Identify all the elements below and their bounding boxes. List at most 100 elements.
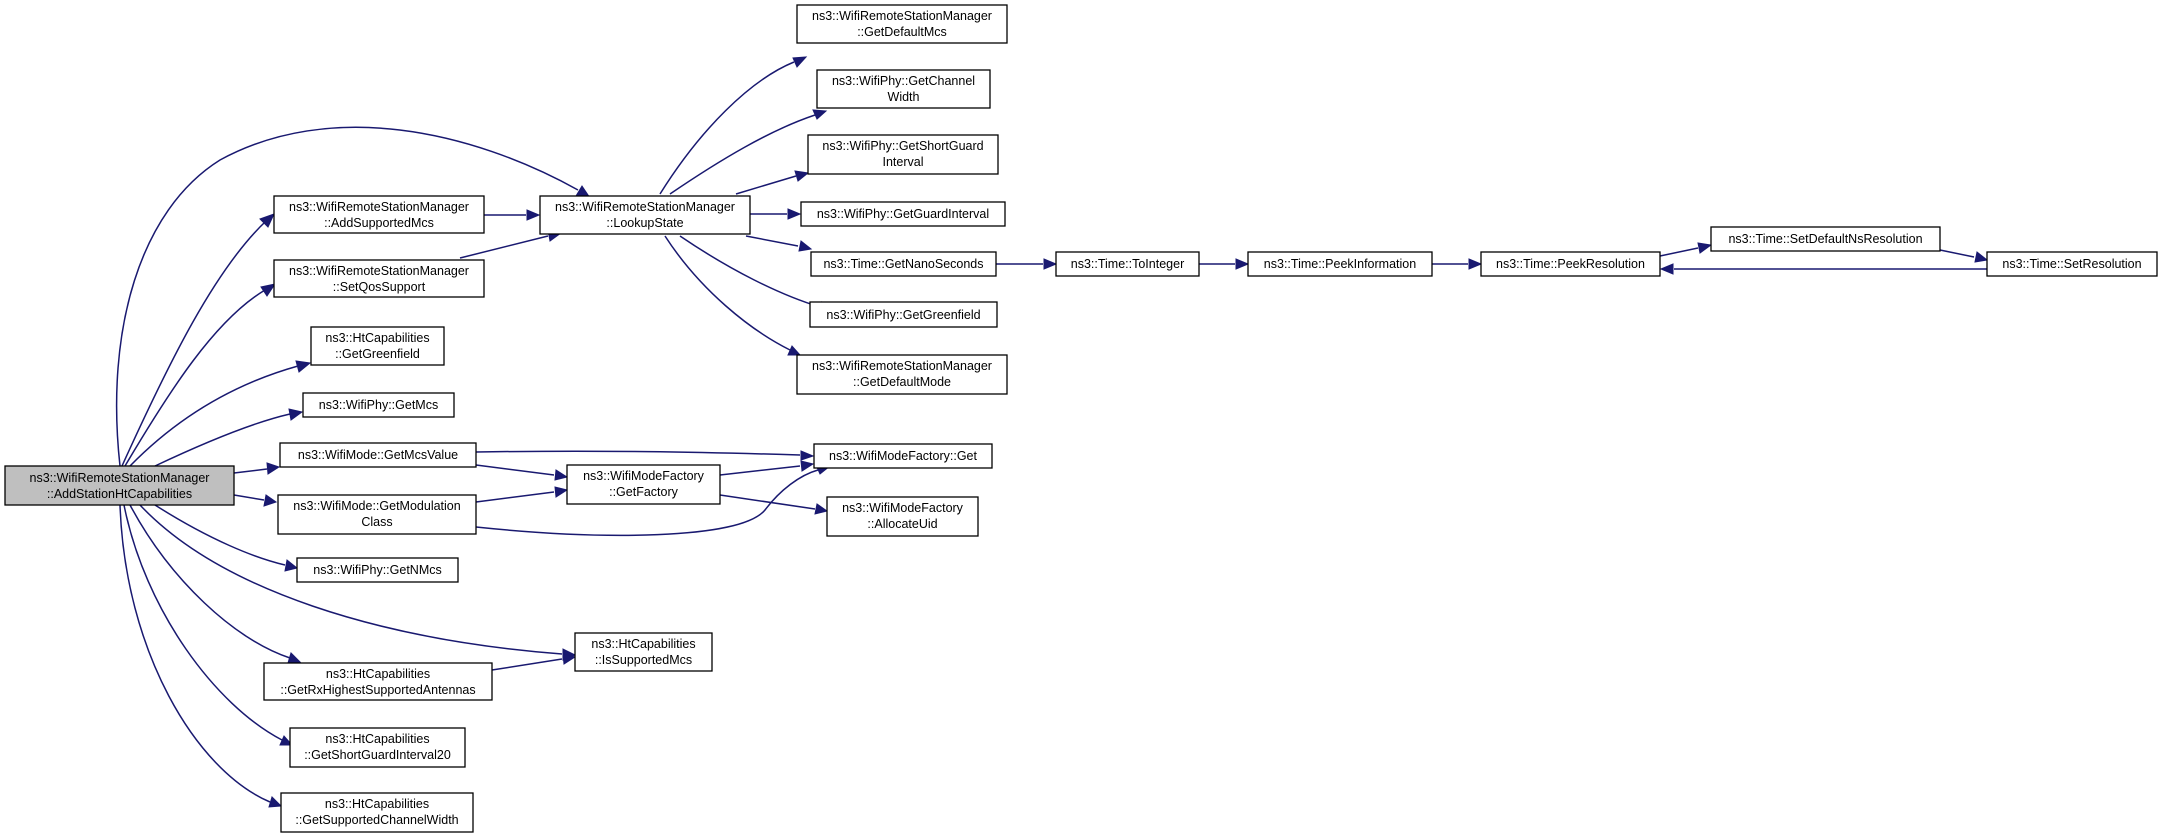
edge-get-factory-to-allocate-uid: [719, 494, 829, 515]
svg-text:ns3::Time::GetNanoSeconds: ns3::Time::GetNanoSeconds: [823, 257, 983, 271]
node-get-default-mcs[interactable]: ns3::WifiRemoteStationManager ::GetDefau…: [796, 4, 1008, 44]
edge-time-peek-resolution-to-time-set-default-ns-resolution: [1659, 242, 1713, 257]
node-ht-get-greenfield[interactable]: ns3::HtCapabilities ::GetGreenfield: [310, 326, 445, 366]
node-root-add-station-ht-capabilities[interactable]: ns3::WifiRemoteStationManager ::AddStati…: [4, 465, 235, 506]
svg-text:ns3::WifiModeFactory: ns3::WifiModeFactory: [583, 469, 705, 483]
node-mode-get-mcs-value[interactable]: ns3::WifiMode::GetMcsValue: [279, 442, 477, 468]
svg-text:ns3::Time::PeekInformation: ns3::Time::PeekInformation: [1264, 257, 1416, 271]
svg-text:ns3::WifiRemoteStationManager: ns3::WifiRemoteStationManager: [289, 200, 469, 214]
node-phy-get-short-guard-interval[interactable]: ns3::WifiPhy::GetShortGuard Interval: [807, 134, 999, 175]
svg-text:::GetSupportedChannelWidth: ::GetSupportedChannelWidth: [295, 813, 458, 827]
svg-text:ns3::WifiPhy::GetChannel: ns3::WifiPhy::GetChannel: [832, 74, 975, 88]
edge-time-to-integer-to-time-peek-information: [1199, 258, 1250, 270]
edge-root-to-ht-get-short-guard-interval20: [123, 504, 294, 746]
svg-text:ns3::WifiModeFactory: ns3::WifiModeFactory: [842, 501, 964, 515]
svg-text:::GetShortGuardInterval20: ::GetShortGuardInterval20: [304, 748, 451, 762]
svg-text:ns3::WifiRemoteStationManager: ns3::WifiRemoteStationManager: [812, 9, 992, 23]
edge-root-to-add-supported-mcs: [121, 213, 275, 467]
svg-text:ns3::WifiMode::GetModulation: ns3::WifiMode::GetModulation: [293, 499, 460, 513]
svg-text:ns3::HtCapabilities: ns3::HtCapabilities: [325, 797, 429, 811]
svg-text:::SetQosSupport: ::SetQosSupport: [333, 280, 426, 294]
svg-text:ns3::WifiRemoteStationManager: ns3::WifiRemoteStationManager: [289, 264, 469, 278]
node-time-set-default-ns-resolution[interactable]: ns3::Time::SetDefaultNsResolution: [1710, 226, 1941, 252]
edge-root-to-ht-get-greenfield: [129, 360, 312, 467]
svg-text:::GetRxHighestSupportedAntenna: ::GetRxHighestSupportedAntennas: [280, 683, 475, 697]
node-ht-get-supported-channel-width[interactable]: ns3::HtCapabilities ::GetSupportedChanne…: [280, 792, 474, 833]
node-time-to-integer[interactable]: ns3::Time::ToInteger: [1055, 251, 1200, 277]
node-phy-get-greenfield[interactable]: ns3::WifiPhy::GetGreenfield: [809, 301, 998, 328]
svg-text:::IsSupportedMcs: ::IsSupportedMcs: [595, 653, 692, 667]
node-phy-get-mcs[interactable]: ns3::WifiPhy::GetMcs: [302, 392, 455, 418]
svg-text:::GetDefaultMode: ::GetDefaultMode: [853, 375, 951, 389]
svg-text:ns3::HtCapabilities: ns3::HtCapabilities: [325, 331, 429, 345]
node-mode-factory-allocate-uid[interactable]: ns3::WifiModeFactory ::AllocateUid: [826, 496, 979, 537]
svg-text:::GetGreenfield: ::GetGreenfield: [335, 347, 420, 361]
edge-lookup-state-to-phy-get-channel-width: [669, 109, 828, 195]
edge-time-peek-information-to-time-peek-resolution: [1432, 258, 1483, 270]
node-mode-factory-get[interactable]: ns3::WifiModeFactory::Get: [813, 443, 993, 469]
edge-root-to-mode-get-modulation-class: [233, 494, 278, 507]
svg-text:ns3::WifiRemoteStationManager: ns3::WifiRemoteStationManager: [30, 471, 210, 485]
edge-mode-get-mcs-value-to-get-factory: [475, 464, 569, 481]
edge-mode-get-mcs-value-to-mode-factory-get: [475, 450, 815, 461]
nodes: ns3::WifiRemoteStationManager ::AddStati…: [4, 4, 2158, 833]
edge-time-set-resolution-to-time-peek-resolution: [1659, 263, 1987, 275]
node-phy-get-guard-interval[interactable]: ns3::WifiPhy::GetGuardInterval: [800, 201, 1006, 227]
edge-root-to-mode-get-mcs-value: [233, 462, 281, 475]
node-phy-get-nmcs[interactable]: ns3::WifiPhy::GetNMcs: [296, 557, 459, 583]
svg-text:ns3::WifiMode::GetMcsValue: ns3::WifiMode::GetMcsValue: [298, 448, 458, 462]
svg-text:ns3::WifiRemoteStationManager: ns3::WifiRemoteStationManager: [812, 359, 992, 373]
svg-text:::AllocateUid: ::AllocateUid: [867, 517, 937, 531]
svg-text:ns3::HtCapabilities: ns3::HtCapabilities: [326, 667, 430, 681]
edge-root-to-set-qos-support: [124, 283, 277, 467]
svg-text:ns3::Time::ToInteger: ns3::Time::ToInteger: [1071, 257, 1184, 271]
edge-mode-get-modulation-class-to-get-factory: [475, 486, 569, 503]
node-time-peek-resolution[interactable]: ns3::Time::PeekResolution: [1480, 251, 1661, 277]
svg-text:ns3::Time::SetDefaultNsResolut: ns3::Time::SetDefaultNsResolution: [1728, 232, 1922, 246]
edge-root-to-ht-get-rx-highest: [129, 504, 302, 664]
svg-text:ns3::WifiModeFactory::Get: ns3::WifiModeFactory::Get: [829, 449, 977, 463]
svg-text:ns3::WifiPhy::GetGuardInterval: ns3::WifiPhy::GetGuardInterval: [817, 207, 989, 221]
svg-text:Class: Class: [361, 515, 392, 529]
node-time-get-nano-seconds[interactable]: ns3::Time::GetNanoSeconds: [810, 251, 997, 277]
svg-text:ns3::WifiPhy::GetMcs: ns3::WifiPhy::GetMcs: [319, 398, 438, 412]
svg-text:::AddStationHtCapabilities: ::AddStationHtCapabilities: [47, 487, 192, 501]
edge-time-set-default-ns-resolution-to-time-set-resolution: [1939, 249, 1989, 263]
node-time-set-resolution[interactable]: ns3::Time::SetResolution: [1986, 251, 2158, 277]
node-ht-get-short-guard-interval20[interactable]: ns3::HtCapabilities ::GetShortGuardInter…: [289, 727, 466, 768]
edge-get-factory-to-mode-factory-get: [719, 460, 815, 476]
node-ht-is-supported-mcs[interactable]: ns3::HtCapabilities ::IsSupportedMcs: [574, 632, 713, 672]
node-get-default-mode[interactable]: ns3::WifiRemoteStationManager ::GetDefau…: [796, 354, 1008, 395]
node-set-qos-support[interactable]: ns3::WifiRemoteStationManager ::SetQosSu…: [273, 259, 485, 298]
edge-ht-get-rx-highest-to-ht-is-supported-mcs: [491, 653, 577, 671]
node-phy-get-channel-width[interactable]: ns3::WifiPhy::GetChannel Width: [816, 69, 991, 109]
svg-text:ns3::Time::SetResolution: ns3::Time::SetResolution: [2002, 257, 2141, 271]
node-add-supported-mcs[interactable]: ns3::WifiRemoteStationManager ::AddSuppo…: [273, 195, 485, 234]
svg-text:::GetDefaultMcs: ::GetDefaultMcs: [857, 25, 947, 39]
node-mode-get-modulation-class[interactable]: ns3::WifiMode::GetModulation Class: [277, 494, 477, 535]
node-mode-factory-get-factory[interactable]: ns3::WifiModeFactory ::GetFactory: [566, 464, 721, 505]
node-ht-get-rx-highest-supported-antennas[interactable]: ns3::HtCapabilities ::GetRxHighestSuppor…: [263, 662, 493, 701]
edge-root-to-ht-get-supported-channel-width: [119, 504, 283, 808]
edges: [115, 56, 1989, 808]
svg-text:Width: Width: [888, 90, 920, 104]
svg-text:ns3::WifiRemoteStationManager: ns3::WifiRemoteStationManager: [555, 200, 735, 214]
svg-text:ns3::HtCapabilities: ns3::HtCapabilities: [325, 732, 429, 746]
svg-text:ns3::WifiPhy::GetShortGuard: ns3::WifiPhy::GetShortGuard: [822, 139, 983, 153]
node-lookup-state[interactable]: ns3::WifiRemoteStationManager ::LookupSt…: [539, 195, 751, 235]
node-time-peek-information[interactable]: ns3::Time::PeekInformation: [1247, 251, 1433, 277]
edge-add-supported-mcs-to-lookup-state: [484, 209, 541, 221]
edge-lookup-state-to-phy-get-guard-interval: [750, 208, 802, 220]
svg-text:ns3::WifiPhy::GetNMcs: ns3::WifiPhy::GetNMcs: [313, 563, 442, 577]
svg-text:ns3::WifiPhy::GetGreenfield: ns3::WifiPhy::GetGreenfield: [826, 308, 980, 322]
svg-text:ns3::HtCapabilities: ns3::HtCapabilities: [591, 637, 695, 651]
svg-text:::AddSupportedMcs: ::AddSupportedMcs: [324, 216, 434, 230]
edge-root-to-phy-get-mcs: [154, 408, 304, 467]
svg-text:Interval: Interval: [883, 155, 924, 169]
edge-lookup-state-to-get-default-mcs: [659, 56, 808, 195]
svg-text:::GetFactory: ::GetFactory: [609, 485, 679, 499]
edge-lookup-state-to-time-get-nano-seconds: [745, 235, 813, 252]
edge-lookup-state-to-get-default-mode: [664, 235, 802, 356]
edge-root-to-phy-get-nmcs: [154, 504, 299, 572]
